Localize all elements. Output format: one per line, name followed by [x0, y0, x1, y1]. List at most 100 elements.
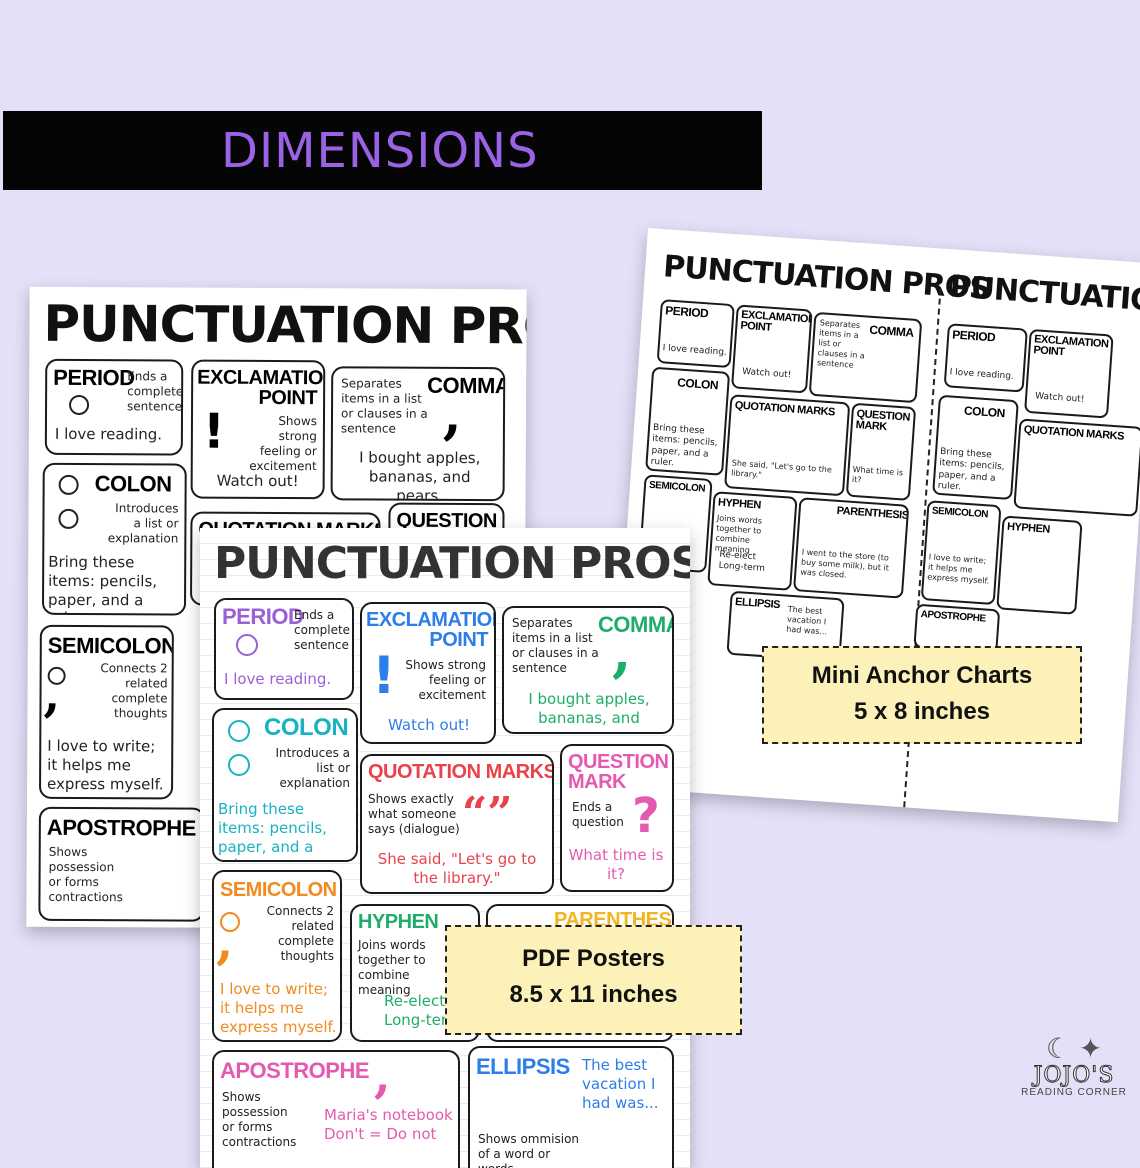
label-line-2: 5 x 8 inches [853, 698, 991, 725]
card-title: HYPHEN [1006, 520, 1051, 536]
card-semicolon: SEMICOLON , Connects 2 related complete … [212, 870, 342, 1042]
card-example: I bought apples, bananas, and pears. [528, 690, 650, 732]
card-title: COMMA [598, 612, 674, 637]
card-example: I bought apples, bananas, and pears. [359, 448, 481, 502]
period-icon [236, 634, 258, 656]
card-title: EXCLAMATION POINT [197, 366, 326, 410]
card-title: QUOTATION MARKS [1023, 423, 1125, 443]
card-example: I love reading. [949, 367, 1015, 382]
label-line-2: 8.5 x 11 inches [509, 981, 678, 1008]
mini-card-semicolon-right: SEMICOLON I love to write; it helps me e… [920, 500, 1002, 606]
card-example: I love reading. [662, 343, 728, 358]
card-example: She said, "Let's go to the library." [377, 850, 537, 887]
card-desc: Shows possession or forms contractions [222, 1090, 297, 1149]
card-title: QUOTATION MARKS [734, 399, 836, 419]
poster-color: PUNCTUATION PROS PERIOD Ends a complete … [200, 528, 690, 1168]
logo-name: JOJO'S [1033, 1063, 1115, 1088]
card-title: PERIOD [222, 604, 304, 629]
card-title: SEMICOLON [47, 632, 174, 659]
colon-top-icon [58, 474, 79, 495]
card-example: Bring these items: pencils, paper, and a… [937, 446, 1005, 493]
card-example: I love reading. [54, 424, 163, 444]
mini-title-right: PUNCTUATION PROS [948, 269, 1140, 327]
mini-card-hyphen: HYPHEN Joins words together to combine m… [707, 491, 798, 591]
card-example: Watch out! [216, 471, 299, 491]
mini-card-period: PERIOD I love reading. [656, 299, 735, 369]
card-example: The best vacation I had was... [786, 604, 828, 637]
poster-title: PUNCTUATION PROS [43, 294, 527, 356]
card-title: COMMA [868, 322, 914, 340]
mini-card-exclamation: EXCLAMATION POINT Watch out! [731, 304, 813, 394]
card-example: Maria's notebook Don't = Do not [324, 1106, 453, 1143]
colon-top-icon [228, 720, 250, 742]
card-period: PERIOD Ends a complete sentence I love r… [44, 358, 184, 456]
card-title: HYPHEN [358, 911, 439, 933]
logo-subtitle: READING CORNER [1021, 1087, 1127, 1098]
card-example: Bring these items: pencils, paper, and a… [47, 552, 158, 616]
mini-card-period-right: PERIOD I love reading. [943, 323, 1028, 393]
card-title: QUOTATION MARKS [368, 761, 554, 783]
card-ellipsis: ELLIPSIS The best vacation I had was... … [468, 1046, 674, 1168]
card-desc: Ends a question [572, 800, 624, 829]
card-example: Re-elect Long-term [718, 549, 766, 575]
card-title: EXCLAMATION POINT [366, 609, 496, 651]
card-title: PERIOD [664, 303, 709, 321]
card-example: I love reading. [224, 670, 332, 688]
card-quotation: QUOTATION MARKS Shows exactly what someo… [360, 754, 554, 894]
open-book-icon: ☾ ✦ [1045, 1033, 1103, 1064]
card-desc: Shows ommision of a word or words [478, 1132, 580, 1168]
card-apostrophe: APOSTROPHE , Shows possession or forms c… [212, 1050, 460, 1168]
card-desc: Connects 2 related complete thoughts [100, 661, 168, 721]
card-example: Bring these items: pencils, paper, and a… [650, 422, 718, 469]
card-title: ELLIPSIS [734, 596, 781, 612]
card-title: COLON [963, 403, 1006, 421]
semicolon-comma-icon: , [216, 911, 234, 970]
card-apostrophe: APOSTROPHE Shows possession or forms con… [38, 806, 205, 922]
card-title: COLON [676, 375, 719, 393]
mini-title-left: PUNCTUATION PROS [662, 249, 991, 307]
card-title: PERIOD [53, 364, 135, 391]
card-example: The best vacation I had was... [582, 1056, 659, 1112]
card-example: I love to write; it helps me express mys… [220, 980, 337, 1036]
card-desc: Separates items in a list or clauses in … [816, 318, 866, 370]
mini-card-hyphen-right: HYPHEN [996, 515, 1083, 615]
colon-bottom-icon [58, 508, 79, 529]
card-title: COLON [94, 471, 172, 497]
card-title: APOSTROPHE [920, 608, 986, 625]
card-desc: Shows exactly what someone says (dialogu… [368, 792, 460, 836]
card-semicolon: SEMICOLON , Connects 2 related complete … [38, 624, 174, 800]
card-comma: Separates items in a list or clauses in … [330, 366, 506, 502]
card-example: I went to the store (to buy some milk), … [800, 547, 890, 580]
pdf-posters-label: PDF Posters 8.5 x 11 inches [445, 925, 742, 1035]
card-example: What time is it? [851, 464, 904, 485]
dimensions-banner: DIMENSIONS [3, 111, 762, 190]
card-example: She said, "Let's go to the library." [730, 458, 833, 480]
period-icon [69, 394, 90, 416]
mini-charts-label: Mini Anchor Charts 5 x 8 inches [762, 646, 1082, 744]
card-title: SEMICOLON [931, 505, 989, 521]
question-mark-icon: ? [632, 788, 660, 844]
card-exclamation: EXCLAMATION POINT ! Shows strong feeling… [190, 359, 326, 500]
mini-card-question: QUESTION MARK What time is it? [845, 402, 917, 501]
semicolon-dot-icon [220, 912, 240, 932]
card-title: EXCLAMATION POINT [1032, 333, 1109, 359]
card-title: APOSTROPHE [46, 814, 196, 841]
card-exclamation: EXCLAMATION POINT ! Shows strong feeling… [360, 602, 496, 744]
card-desc: Ends a complete sentence [127, 369, 184, 414]
card-desc: Shows strong feeling or excitement [249, 414, 318, 474]
card-example: Watch out! [1034, 391, 1085, 405]
card-title: HYPHEN [717, 496, 762, 512]
exclamation-icon: ! [202, 403, 225, 460]
card-desc: Shows possession or forms contractions [48, 844, 123, 905]
card-desc: Separates items in a list or clauses in … [340, 376, 428, 436]
card-title: PERIOD [951, 327, 996, 345]
card-title: SEMICOLON [648, 479, 706, 495]
card-title: ELLIPSIS [476, 1054, 570, 1079]
card-title: EXCLAMATION POINT [739, 308, 813, 334]
card-title: SEMICOLON [220, 879, 337, 901]
card-title: COLON [264, 714, 349, 741]
mini-card-exclamation-right: EXCLAMATION POINT Watch out! [1024, 328, 1114, 419]
mini-card-colon-right: COLON Bring these items: pencils, paper,… [932, 394, 1019, 501]
poster-title: PUNCTUATION PROS [214, 538, 690, 589]
comma-icon: , [442, 381, 462, 446]
